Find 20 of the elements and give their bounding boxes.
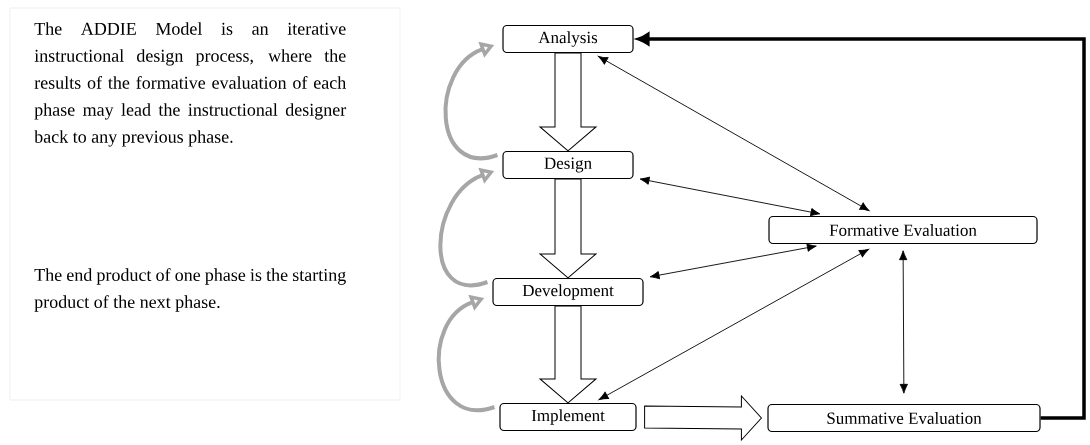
curved-arrow: [436, 294, 495, 413]
paragraph: The end product of one phase is the starting product of the next phase.: [34, 268, 346, 312]
phase-box: Implement: [499, 402, 637, 432]
curved-arrow: [443, 41, 498, 161]
arrow: [899, 250, 908, 394]
phase-box: Summative Evaluation: [767, 403, 1041, 433]
arrow: [637, 32, 1086, 420]
phase-box: Design: [502, 150, 634, 180]
arrow: [639, 176, 821, 217]
paragraph: The ADDIE Model is an iterative instructional design process, where the results of the formative evaluation of each phase may lead the instructional designer back to any previous phase.: [34, 22, 347, 147]
block-arrow: [539, 52, 597, 152]
arrow: [598, 248, 869, 401]
phase-box: Formative Evaluation: [768, 215, 1038, 245]
block-arrow: [539, 305, 597, 404]
arrow: [649, 243, 817, 280]
block-arrow: [644, 395, 762, 441]
arrow: [598, 55, 870, 212]
block-arrow: [539, 178, 597, 279]
phase-box: Development: [492, 277, 644, 307]
phase-box: Analysis: [502, 24, 634, 54]
